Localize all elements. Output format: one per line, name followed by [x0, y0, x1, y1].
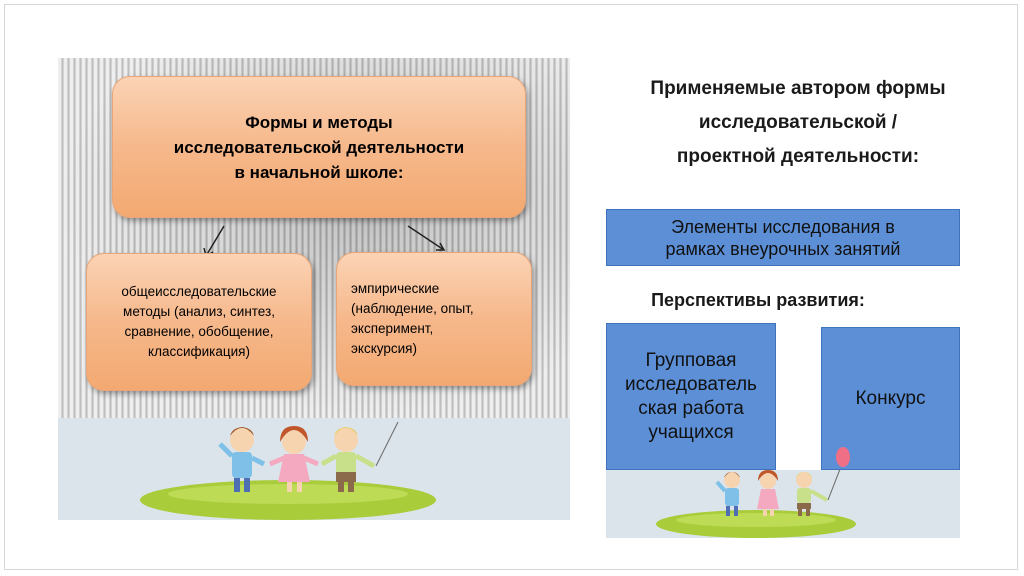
- contest-label: Конкурс: [855, 387, 926, 409]
- empirical-methods-line: экскурсия): [351, 341, 417, 356]
- kids-illustration-left: [58, 391, 570, 520]
- slide-title: Применяемые автором формы исследовательс…: [588, 72, 1008, 174]
- slide-title-line: проектной деятельности:: [676, 146, 920, 167]
- general-methods-line: сравнение, обобщение,: [124, 324, 274, 339]
- main-topic-line: Формы и методы: [245, 112, 393, 132]
- slide-title-line: исследовательской /: [698, 112, 898, 133]
- group-research-box: Групповая исследователь ская работа учащ…: [606, 323, 776, 470]
- empirical-methods-box: эмпирические (наблюдение, опыт, эксперим…: [336, 252, 532, 386]
- general-methods-box: общеисследовательские методы (анализ, си…: [86, 253, 312, 391]
- main-topic-box: Формы и методы исследовательской деятель…: [112, 76, 526, 218]
- research-elements-box: Элементы исследования в рамках внеурочны…: [606, 209, 960, 266]
- group-research-line: учащихся: [648, 421, 734, 443]
- general-methods-line: общеисследовательские: [121, 284, 277, 299]
- group-research-line: исследователь: [625, 373, 757, 395]
- perspectives-label: Перспективы развития:: [651, 290, 865, 310]
- general-methods-line: классификация): [148, 344, 250, 359]
- slide-title-line: Применяемые автором формы: [650, 78, 946, 99]
- general-methods-line: методы (анализ, синтез,: [123, 304, 275, 319]
- group-research-line: ская работа: [638, 397, 744, 419]
- empirical-methods-line: эксперимент,: [351, 321, 434, 336]
- research-elements-line: Элементы исследования в: [671, 216, 895, 237]
- kids-illustration-right: [606, 463, 960, 538]
- main-topic-line: в начальной школе:: [234, 162, 404, 182]
- contest-box: Конкурс: [821, 327, 960, 470]
- slide-frame: [4, 4, 1018, 570]
- group-research-line: Групповая: [645, 349, 737, 371]
- main-topic-line: исследовательской деятельности: [173, 137, 465, 157]
- empirical-methods-line: эмпирические: [351, 281, 440, 296]
- research-elements-line: рамках внеурочных занятий: [665, 238, 901, 259]
- empirical-methods-line: (наблюдение, опыт,: [351, 301, 474, 316]
